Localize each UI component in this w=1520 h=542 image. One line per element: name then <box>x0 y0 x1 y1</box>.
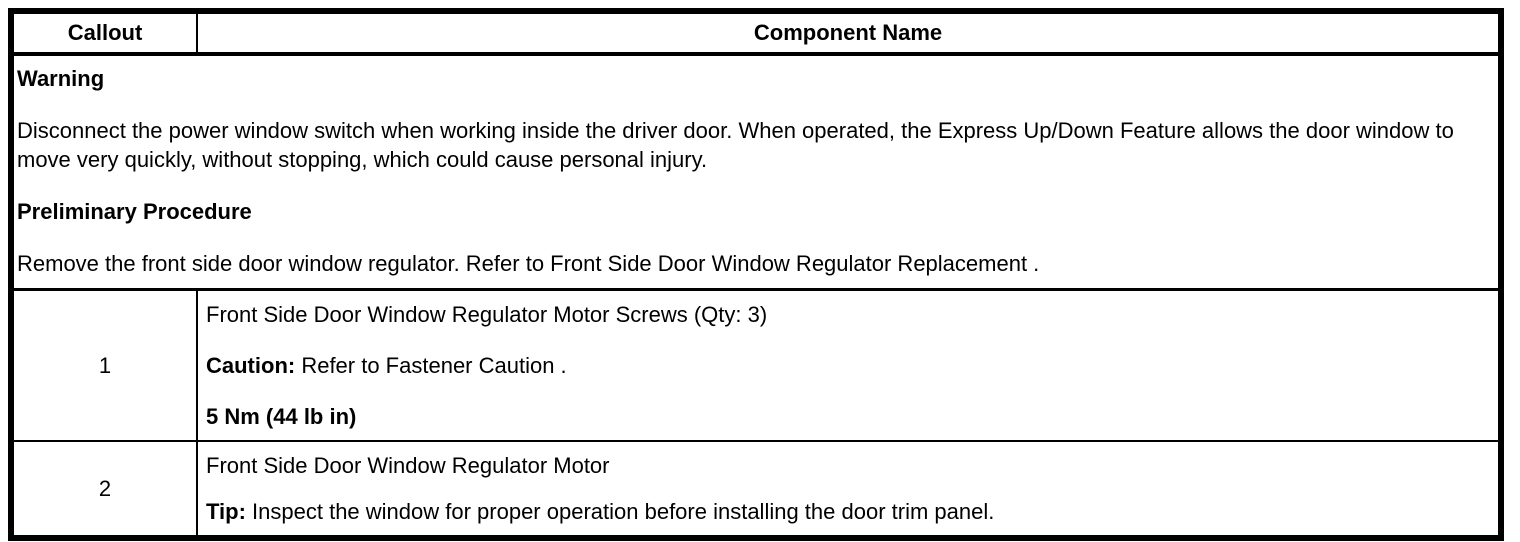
component-callout-table: Callout Component Name Warning Disconnec… <box>8 8 1504 541</box>
table-header-row: Callout Component Name <box>11 11 1501 56</box>
table-row: 1 Front Side Door Window Regulator Motor… <box>11 289 1501 442</box>
callout-number: 2 <box>11 440 198 538</box>
tip-text: Inspect the window for proper operation … <box>245 499 995 524</box>
notes-row: Warning Disconnect the power window swit… <box>11 54 1501 291</box>
tip-note: Tip: Inspect the window for proper opera… <box>206 497 1488 526</box>
table-row: 2 Front Side Door Window Regulator Motor… <box>11 440 1501 538</box>
notes-cell: Warning Disconnect the power window swit… <box>11 54 1501 291</box>
component-cell: Front Side Door Window Regulator Motor T… <box>197 440 1501 538</box>
preliminary-procedure-title: Preliminary Procedure <box>17 199 252 224</box>
warning-title: Warning <box>17 66 105 91</box>
tip-label: Tip: <box>206 499 246 524</box>
header-component-name-cell: Component Name <box>197 11 1501 56</box>
callout-number: 1 <box>11 289 198 441</box>
component-name: Front Side Door Window Regulator Motor <box>206 453 610 478</box>
caution-text: Refer to Fastener Caution . <box>295 353 567 378</box>
torque-spec: 5 Nm (44 lb in) <box>206 404 357 429</box>
component-name: Front Side Door Window Regulator Motor S… <box>206 302 768 327</box>
warning-text: Disconnect the power window switch when … <box>17 118 1454 172</box>
preliminary-procedure-text: Remove the front side door window regula… <box>17 251 1040 276</box>
component-cell: Front Side Door Window Regulator Motor S… <box>197 290 1501 442</box>
caution-note: Caution: Refer to Fastener Caution . <box>206 351 1488 380</box>
header-callout-cell: Callout <box>11 11 198 56</box>
caution-label: Caution: <box>206 353 296 378</box>
